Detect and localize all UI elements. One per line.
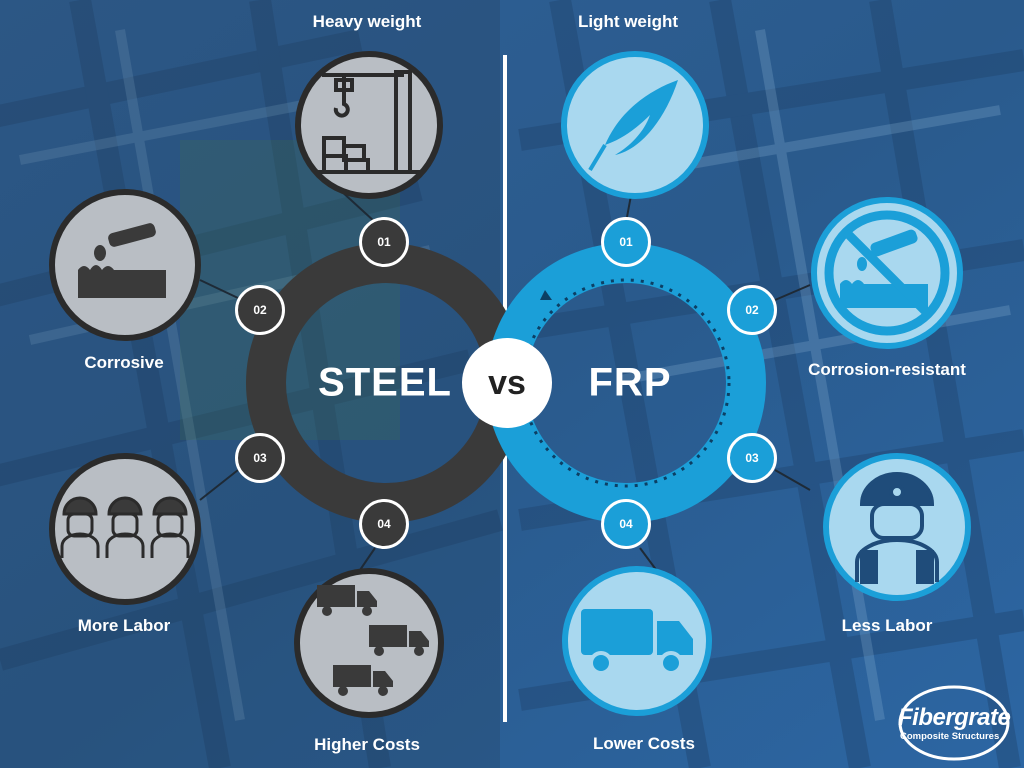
no-corrosion-icon bbox=[811, 197, 963, 349]
trucks-icon bbox=[294, 568, 444, 718]
steel-title: STEEL bbox=[318, 360, 452, 405]
steel-step-03: 03 bbox=[235, 433, 285, 483]
steel-step-04: 04 bbox=[359, 499, 409, 549]
vs-label: vs bbox=[488, 363, 526, 402]
logo-name: Fibergrate bbox=[898, 704, 1011, 731]
frp-label-corrosion-resistant: Corrosion-resistant bbox=[808, 360, 966, 379]
crane-icon bbox=[295, 51, 443, 199]
fibergrate-logo-ring bbox=[898, 685, 1010, 761]
corrosion-icon bbox=[49, 189, 201, 341]
vs-badge: vs bbox=[462, 338, 552, 428]
steel-label-more-labor: More Labor bbox=[77, 616, 171, 635]
frp-step-04: 04 bbox=[601, 499, 651, 549]
frp-step-01: 01 bbox=[601, 217, 651, 267]
frp-label-light-weight: Light weight bbox=[577, 12, 679, 31]
steel-label-corrosive: Corrosive bbox=[84, 353, 164, 372]
logo-tagline: Composite Structures bbox=[900, 731, 1000, 742]
frp-step-02: 02 bbox=[727, 285, 777, 335]
truck-icon bbox=[562, 566, 712, 716]
feather-icon bbox=[561, 51, 709, 199]
worker-icon bbox=[823, 453, 971, 601]
frp-label-less-labor: Less Labor bbox=[841, 616, 933, 635]
frp-step-03: 03 bbox=[727, 433, 777, 483]
frp-title: FRP bbox=[588, 360, 672, 405]
steel-step-02: 02 bbox=[235, 285, 285, 335]
steel-step-01: 01 bbox=[359, 217, 409, 267]
workers-group-icon bbox=[49, 453, 201, 605]
frp-label-lower-costs: Lower Costs bbox=[592, 734, 696, 753]
steel-label-heavy-weight: Heavy weight bbox=[312, 12, 422, 31]
steel-label-higher-costs: Higher Costs bbox=[314, 735, 420, 754]
